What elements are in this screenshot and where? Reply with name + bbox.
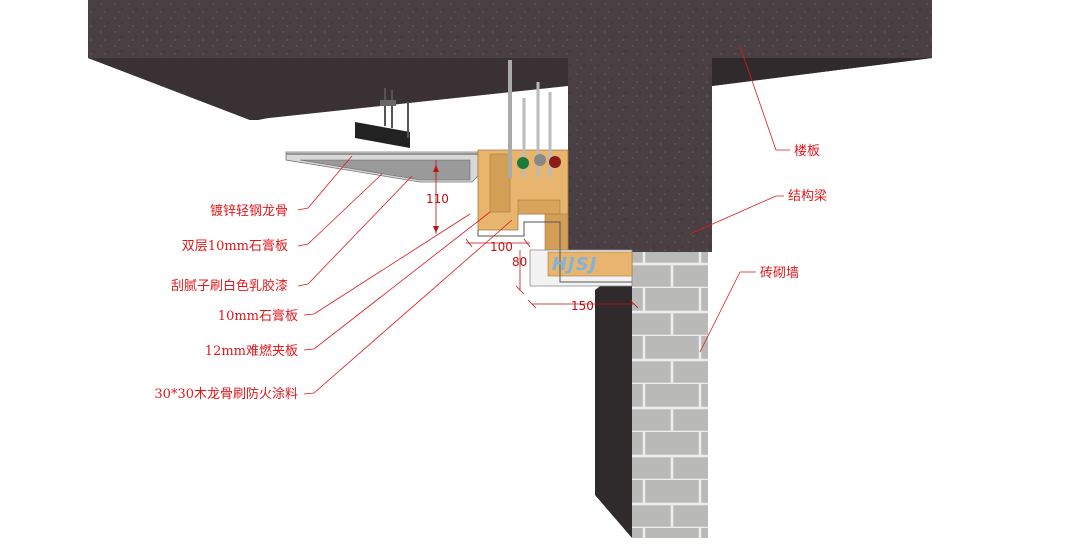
ceiling-board-shape (285, 88, 479, 183)
watermark-text: HJSJ (552, 254, 597, 275)
dimension-lines (433, 160, 639, 309)
label-floor-slab: 楼板 (794, 144, 820, 159)
dimension-110: 110 (426, 192, 449, 206)
dimension-80: 80 (512, 255, 527, 269)
wood-frame-shape (477, 149, 633, 287)
label-brick-wall: 砖砌墙 (760, 266, 799, 281)
label-beam: 结构梁 (788, 189, 827, 204)
dimension-150: 150 (571, 299, 594, 313)
label-plywood-12: 12mm难燃夹板 (205, 343, 298, 359)
brick-wall-shape (595, 252, 708, 538)
floor-slab-shape (88, 0, 932, 120)
pipes-shape (508, 60, 561, 178)
label-keel: 镀锌轻钢龙骨 (210, 203, 288, 219)
label-putty-paint: 刮腻子刷白色乳胶漆 (171, 278, 288, 294)
label-wood-keel: 30*30木龙骨刷防火涂料 (154, 386, 298, 402)
leader-lines-left (297, 155, 513, 395)
structural-beam-shape (568, 58, 712, 252)
dimension-100: 100 (490, 240, 513, 254)
label-gypsum-10: 10mm石膏板 (218, 308, 298, 324)
leader-lines-right (689, 45, 790, 353)
label-double-gypsum: 双层10mm石膏板 (182, 238, 288, 254)
